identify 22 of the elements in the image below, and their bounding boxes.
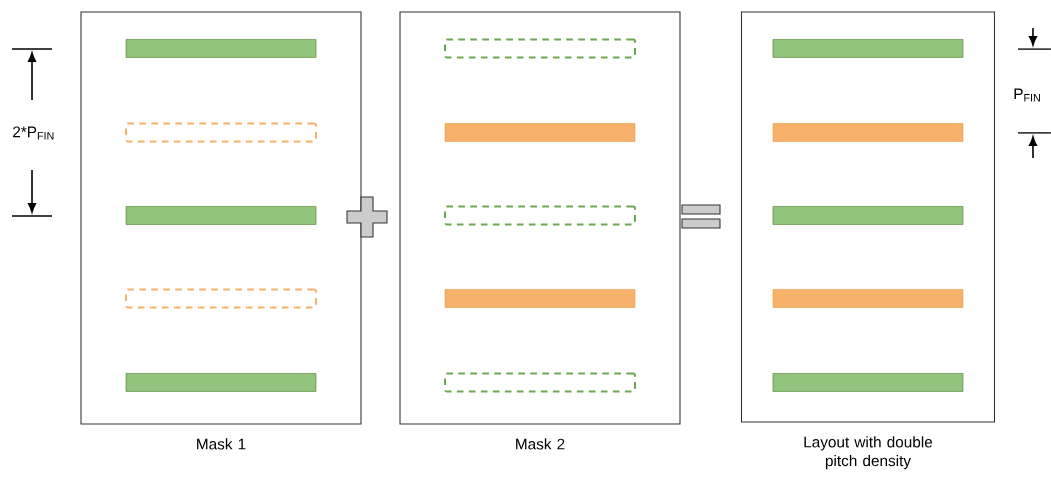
dashed-bar-outline	[444, 38, 636, 59]
dimension-label: P$_{FIN}$	[1014, 88, 1040, 102]
dashed-bar-outline	[125, 122, 317, 143]
dashed-bar-outline	[444, 372, 636, 393]
bar	[125, 39, 317, 58]
node-label: Mask 2	[516, 438, 565, 450]
bar	[772, 373, 964, 392]
bar	[444, 289, 636, 308]
panel-box	[399, 11, 681, 425]
bar	[125, 206, 317, 225]
dimension-label: 2*P$_{FIN}$	[13, 126, 54, 140]
dashed-bar-outline	[125, 288, 317, 309]
node-label: Layout with double pitch density	[804, 436, 933, 470]
bar	[444, 123, 636, 142]
bar	[772, 39, 964, 58]
bar	[772, 206, 964, 225]
bar	[772, 289, 964, 308]
bar	[772, 123, 964, 142]
node-label: Mask 1	[197, 438, 246, 450]
bar	[125, 373, 317, 392]
panel-box	[80, 11, 362, 425]
dashed-bar-outline	[444, 205, 636, 226]
